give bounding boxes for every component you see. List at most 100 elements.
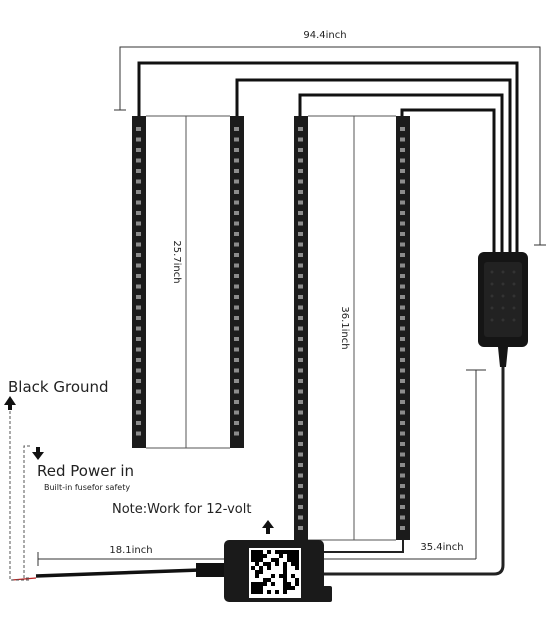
led-chip (136, 253, 141, 257)
power-input-cable (11, 563, 224, 581)
qr-module (279, 554, 283, 558)
qr-module (283, 590, 287, 594)
qr-module (259, 566, 263, 570)
qr-module (251, 554, 255, 558)
led-chip (298, 137, 303, 142)
led-chip (136, 137, 141, 142)
led-chip (298, 295, 303, 299)
qr-module (259, 582, 263, 586)
qr-module (251, 582, 255, 586)
led-chip (400, 211, 405, 215)
led-chip (136, 400, 141, 404)
red-power-label: Red Power in (37, 462, 134, 480)
qr-module (275, 590, 279, 594)
qr-module (275, 550, 279, 554)
led-chip (298, 127, 303, 131)
led-chip (298, 158, 303, 163)
led-chip (400, 232, 405, 236)
led-chip (400, 158, 405, 163)
led-chip (400, 326, 405, 331)
power-down-arrow-icon (32, 447, 44, 460)
led-chip (234, 431, 239, 436)
led-chip (298, 358, 303, 362)
led-chip (234, 158, 239, 163)
led-chip (234, 169, 239, 173)
led-chip (298, 169, 303, 173)
led-chip (136, 190, 141, 194)
led-strip-1 (132, 116, 146, 448)
right-cable-dimension (323, 369, 486, 560)
led-chip (234, 295, 239, 299)
qr-module (255, 590, 259, 594)
qr-module (267, 590, 271, 594)
led-chip (234, 410, 239, 415)
qr-module (287, 550, 291, 554)
led-chip (136, 358, 141, 362)
led-chip (136, 431, 141, 436)
led-chip (400, 295, 405, 299)
led-chip (298, 347, 303, 352)
led-chip (298, 337, 303, 341)
led-chip (400, 274, 405, 278)
led-chip (234, 284, 239, 289)
qr-module (259, 550, 263, 554)
led-chip (400, 347, 405, 352)
connector-cable (323, 367, 505, 576)
led-chip (400, 494, 405, 499)
led-chip (234, 274, 239, 278)
led-chip (400, 421, 405, 425)
led-chip (400, 179, 405, 184)
led-chip (298, 431, 303, 436)
led-chip (400, 515, 405, 520)
led-chip (400, 190, 405, 194)
led-chip (298, 211, 303, 215)
led-chip (400, 484, 405, 488)
led-chip (298, 148, 303, 152)
led-chip (400, 200, 405, 205)
led-chip (136, 316, 141, 320)
qr-module (295, 566, 299, 570)
led-chip (136, 305, 141, 310)
qr-module (271, 582, 275, 586)
led-chip (136, 379, 141, 383)
strip-1-leds (136, 127, 141, 436)
led-chip (298, 389, 303, 394)
led-strip-4 (396, 116, 410, 540)
led-chip (400, 505, 405, 509)
led-chip (400, 127, 405, 131)
led-chip (400, 221, 405, 226)
led-chip (400, 284, 405, 289)
qr-module (291, 574, 295, 578)
power-dashed-line (23, 445, 30, 579)
led-chip (298, 179, 303, 184)
strip-wires (137, 61, 519, 260)
led-chip (234, 400, 239, 404)
led-chip (400, 337, 405, 341)
left-cable-dimension (37, 552, 224, 566)
qr-module (255, 586, 259, 590)
qr-module (267, 578, 271, 582)
qr-module (263, 582, 267, 586)
qr-module (279, 574, 283, 578)
led-chip (234, 368, 239, 373)
led-chip (234, 127, 239, 131)
led-chip (400, 316, 405, 320)
qr-module (251, 558, 255, 562)
qr-module (283, 574, 287, 578)
led-chip (136, 368, 141, 373)
led-chip (234, 347, 239, 352)
led-chip (298, 452, 303, 457)
led-chip (136, 242, 141, 247)
qr-module (295, 562, 299, 566)
qr-module (267, 562, 271, 566)
qr-module (263, 562, 267, 566)
led-chip (136, 295, 141, 299)
qr-module (287, 582, 291, 586)
left-cable-length-label: 18.1inch (109, 545, 152, 556)
top-dimension-line (114, 46, 546, 246)
qr-module (291, 586, 295, 590)
qr-module (295, 550, 299, 554)
ground-dashed-line (9, 406, 30, 581)
qr-module (271, 574, 275, 578)
led-chip (298, 326, 303, 331)
